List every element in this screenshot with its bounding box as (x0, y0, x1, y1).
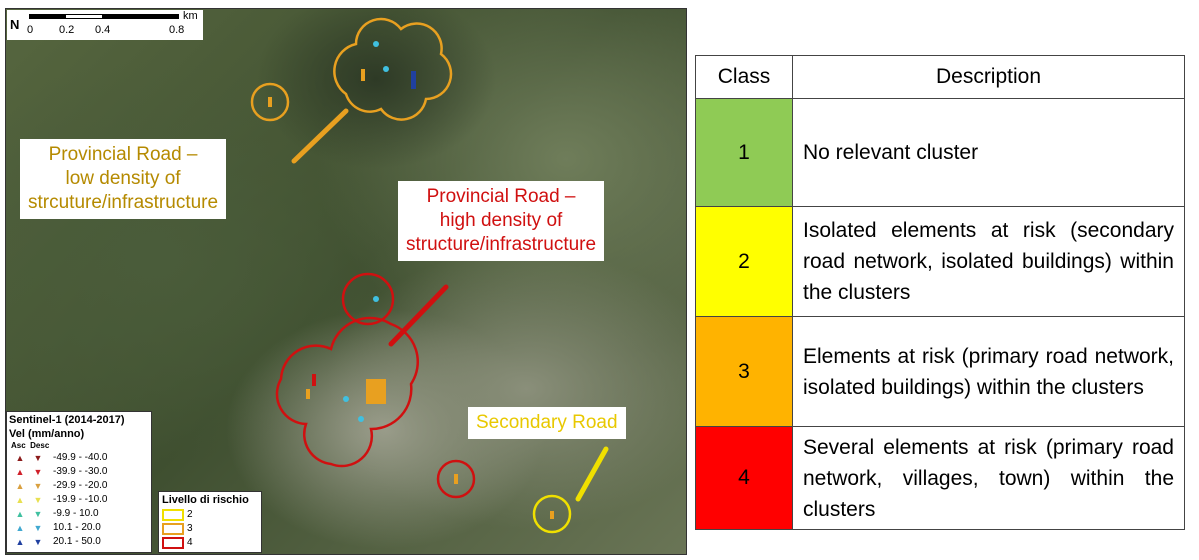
scale-tick: 0 (27, 24, 34, 36)
desc-label: Desc (30, 441, 50, 450)
callout-arrow (291, 108, 349, 164)
callout-low-density: Provincial Road – low density of strcutu… (20, 139, 227, 219)
velocity-legend-item: ▲ ▼ -19.9 - -10.0 (7, 493, 151, 507)
risk-swatch (162, 537, 184, 549)
scale-tick: 0.2 (59, 24, 75, 36)
risk-cluster (436, 459, 476, 499)
triangle-down-icon: ▼ (33, 495, 43, 505)
triangle-up-icon: ▲ (15, 495, 25, 505)
risk-cluster (275, 316, 419, 468)
risk-swatch (162, 509, 184, 521)
scale-bar: N km 0 0.2 0.4 0.8 (7, 10, 203, 40)
risk-legend-item: 4 (159, 536, 261, 550)
callout-high-density: Provincial Road – high density of struct… (398, 181, 605, 261)
risk-cluster (341, 272, 395, 326)
velocity-legend-item: ▲ ▼ -49.9 - -40.0 (7, 451, 151, 465)
risk-level: 2 (187, 509, 193, 520)
scale-tick: 0.8 (169, 24, 185, 36)
scale-unit: km (183, 10, 198, 22)
velocity-range: -9.9 - 10.0 (53, 508, 99, 519)
triangle-up-icon: ▲ (15, 481, 25, 491)
triangle-up-icon: ▲ (15, 453, 25, 463)
risk-legend-item: 3 (159, 522, 261, 536)
description-cell: Several elements at risk (primary road n… (792, 426, 1185, 530)
velocity-range: -49.9 - -40.0 (53, 452, 108, 463)
class-cell: 1 (695, 98, 793, 207)
class-cell: 4 (695, 426, 793, 530)
legend-title: Livello di rischio (162, 494, 249, 506)
map-overlay (250, 17, 609, 534)
header-class: Class (695, 55, 793, 99)
velocity-legend-item: ▲ ▼ -39.9 - -30.0 (7, 465, 151, 479)
description-cell: No relevant cluster (792, 98, 1185, 207)
scale-tick: 0.4 (95, 24, 111, 36)
risk-cluster (333, 17, 453, 121)
velocity-legend-item: ▲ ▼ -9.9 - 10.0 (7, 507, 151, 521)
triangle-down-icon: ▼ (33, 523, 43, 533)
risk-cluster (532, 494, 572, 534)
triangle-up-icon: ▲ (15, 509, 25, 519)
asc-label: Asc (11, 441, 26, 450)
description-cell: Elements at risk (primary road network, … (792, 316, 1185, 427)
velocity-range: -19.9 - -10.0 (53, 494, 108, 505)
risk-level: 4 (187, 537, 193, 548)
velocity-legend: Sentinel-1 (2014-2017) Vel (mm/anno) Asc… (6, 411, 152, 553)
triangle-up-icon: ▲ (15, 537, 25, 547)
north-arrow: N (10, 17, 20, 32)
velocity-legend-item: ▲ ▼ -29.9 - -20.0 (7, 479, 151, 493)
callout-arrow (388, 284, 449, 347)
risk-legend: Livello di rischio 2 3 4 (158, 491, 262, 553)
velocity-range: 10.1 - 20.0 (53, 522, 101, 533)
risk-cluster (250, 82, 290, 122)
class-cell: 3 (695, 316, 793, 427)
risk-swatch (162, 523, 184, 535)
triangle-down-icon: ▼ (33, 509, 43, 519)
triangle-up-icon: ▲ (15, 467, 25, 477)
callout-arrow (575, 446, 609, 502)
legend-subtitle: Vel (mm/anno) (9, 428, 85, 440)
triangle-down-icon: ▼ (33, 467, 43, 477)
satellite-map[interactable]: N km 0 0.2 0.4 0.8 Provincial Road – low… (5, 8, 687, 555)
risk-level: 3 (187, 523, 193, 534)
triangle-down-icon: ▼ (33, 537, 43, 547)
triangle-up-icon: ▲ (15, 523, 25, 533)
legend-title: Sentinel-1 (2014-2017) (9, 414, 125, 426)
triangle-down-icon: ▼ (33, 481, 43, 491)
triangle-down-icon: ▼ (33, 453, 43, 463)
velocity-legend-item: ▲ ▼ 10.1 - 20.0 (7, 521, 151, 535)
velocity-range: -29.9 - -20.0 (53, 480, 108, 491)
class-cell: 2 (695, 206, 793, 317)
description-cell: Isolated elements at risk (secondary roa… (792, 206, 1185, 317)
velocity-legend-item: ▲ ▼ 20.1 - 50.0 (7, 535, 151, 549)
velocity-range: -39.9 - -30.0 (53, 466, 108, 477)
velocity-range: 20.1 - 50.0 (53, 536, 101, 547)
callout-secondary-road: Secondary Road (468, 407, 626, 439)
risk-legend-item: 2 (159, 508, 261, 522)
header-description: Description (792, 55, 1185, 99)
